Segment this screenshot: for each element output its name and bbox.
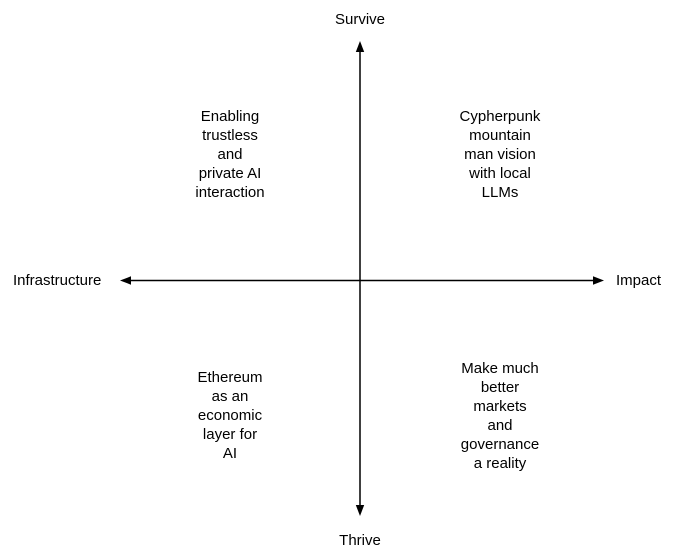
quadrant-text-top-left: Enabling trustless and private AI intera… <box>195 108 265 201</box>
arrowhead-right-icon <box>593 276 604 285</box>
axis-label-infrastructure: Infrastructure <box>13 272 102 289</box>
axis-label-thrive: Thrive <box>339 532 381 549</box>
quadrant-text-bottom-right: Make much better markets and governance … <box>460 360 540 472</box>
quadrant-text-bottom-left: Ethereum as an economic layer for AI <box>197 369 263 462</box>
arrowhead-down-icon <box>355 505 365 516</box>
axis-label-impact: Impact <box>616 272 662 289</box>
quadrant-text-top-right: Cypherpunk mountain man vision with loca… <box>459 108 541 201</box>
arrowhead-up-icon <box>355 41 365 52</box>
axis-label-survive: Survive <box>334 11 386 28</box>
arrowhead-left-icon <box>120 276 131 285</box>
